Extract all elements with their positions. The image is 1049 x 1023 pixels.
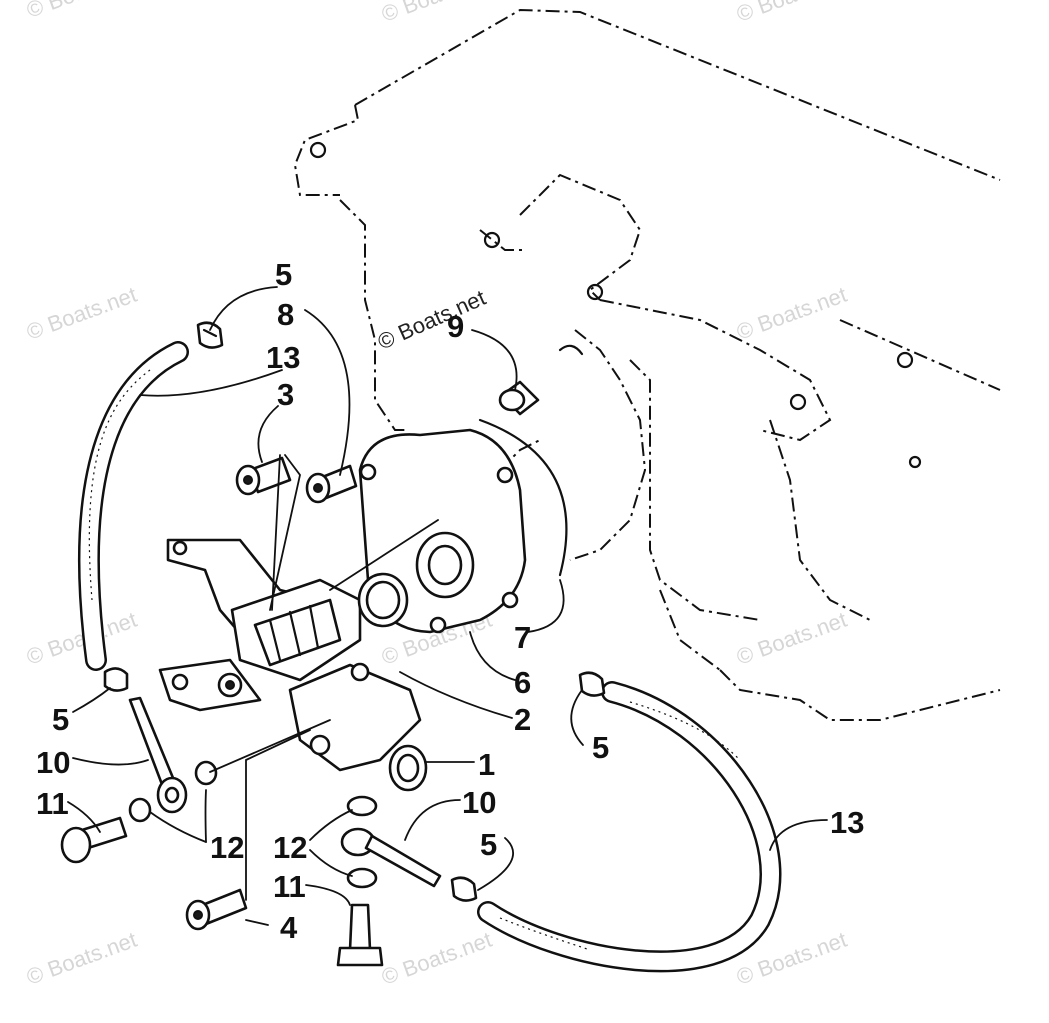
- callout-10: 10: [462, 785, 496, 820]
- banjo-bolt-item-11-right: [336, 903, 384, 967]
- hose-clamp: [103, 667, 129, 692]
- assembly-lines: [209, 454, 439, 901]
- callout-9: 9: [447, 309, 464, 344]
- callout-11: 11: [36, 786, 69, 821]
- callout-11: 11: [273, 869, 306, 904]
- callout-13: 13: [830, 805, 864, 840]
- banjo-fitting-item-10-right: [340, 827, 442, 888]
- callout-10: 10: [36, 745, 70, 780]
- watermark-main: © Boats.net: [374, 285, 489, 355]
- callout-leaders: [67, 286, 828, 926]
- bolt-item-4: [185, 888, 248, 931]
- callout-2: 2: [514, 702, 531, 737]
- banjo-bolt-item-11-left: [60, 816, 128, 864]
- bushing-item-9: [498, 380, 540, 416]
- o-ring-item-6: [357, 572, 409, 628]
- callout-12: 12: [273, 830, 307, 865]
- watermark: © Boats.net: [23, 282, 140, 345]
- banjo-housing-item-1: [288, 662, 428, 792]
- callout-5: 5: [592, 730, 609, 765]
- callout-1: 1: [478, 747, 495, 782]
- callout-labels: 5 8 13 3 9 7 6 2 1 5 10 11 12 12 10 5 11…: [36, 257, 864, 945]
- callout-6: 6: [514, 665, 531, 700]
- hose-clamp: [196, 321, 224, 349]
- watermark: © Boats.net: [733, 282, 850, 345]
- callout-5: 5: [275, 257, 292, 292]
- gasket-item-7: [478, 418, 568, 577]
- banjo-fitting-item-10-left: [128, 696, 188, 814]
- callout-3: 3: [277, 377, 294, 412]
- callout-13: 13: [266, 340, 300, 375]
- bolt-item-3: [235, 456, 292, 496]
- watermark: © Boats.net: [378, 927, 495, 990]
- callout-7: 7: [514, 620, 531, 655]
- bolt-item-8: [305, 464, 358, 504]
- engine-block-outline: [293, 8, 1001, 721]
- washer-item-12: [128, 760, 378, 889]
- callout-5: 5: [480, 827, 497, 862]
- watermark: © Boats.net: [733, 0, 850, 27]
- watermark: © Boats.net: [23, 0, 140, 23]
- watermark: © Boats.net: [23, 927, 140, 990]
- watermark: © Boats.net: [733, 607, 850, 670]
- hose-clamp: [450, 876, 478, 902]
- callout-4: 4: [280, 910, 298, 945]
- callout-8: 8: [277, 297, 294, 332]
- callout-12: 12: [210, 830, 244, 865]
- watermark: © Boats.net: [378, 0, 495, 27]
- hose-lower-right: [477, 681, 782, 973]
- oil-pump-body: [158, 578, 362, 712]
- hose-clamp: [578, 671, 606, 697]
- hose-upper-left: [78, 341, 189, 671]
- callout-5: 5: [52, 702, 69, 737]
